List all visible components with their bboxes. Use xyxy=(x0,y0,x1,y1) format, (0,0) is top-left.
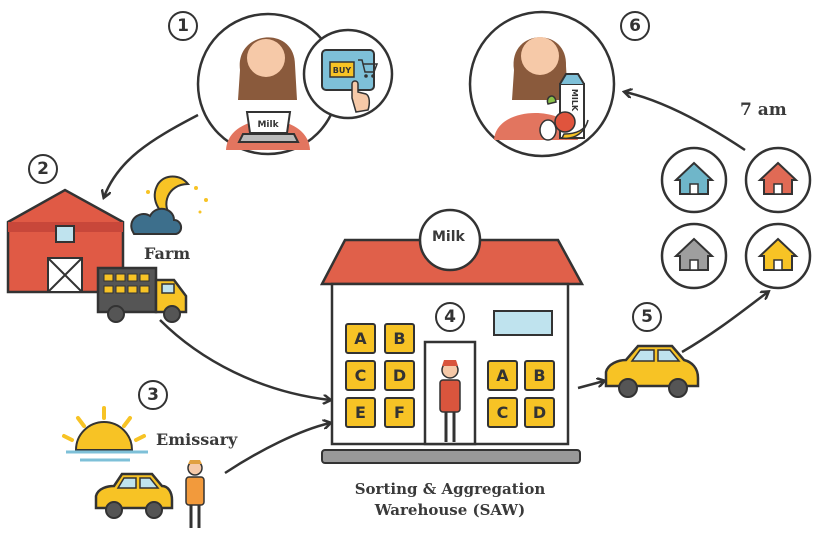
time-label: 7 am xyxy=(740,100,787,120)
shopping-cart-icon xyxy=(358,59,379,73)
arrow-1-to-2 xyxy=(104,113,199,197)
stars-icon xyxy=(146,186,208,214)
banana-icon xyxy=(560,119,589,140)
svg-text:BUY: BUY xyxy=(333,66,352,75)
warehouse-box: C xyxy=(345,360,376,391)
step-number-4: 4 xyxy=(435,302,465,332)
house-icon-yellow xyxy=(744,222,812,290)
svg-text:MILK: MILK xyxy=(570,89,579,112)
warehouse-box: B xyxy=(524,360,555,391)
moon-icon xyxy=(153,175,191,220)
woman-face-icon xyxy=(247,39,285,77)
warehouse-box: B xyxy=(384,323,415,354)
step-6-delivery-received: MILK xyxy=(468,10,616,158)
pointing-hand-icon xyxy=(351,80,371,113)
egg-icon xyxy=(539,119,557,141)
warehouse-box: D xyxy=(384,360,415,391)
step-number-6: 6 xyxy=(620,11,650,41)
arrow-4-to-5 xyxy=(577,381,604,390)
emissary-label: Emissary xyxy=(156,430,238,449)
warehouse-box: D xyxy=(524,397,555,428)
cloud-icon xyxy=(130,207,182,235)
warehouse-box: E xyxy=(345,397,376,428)
farm-label: Farm xyxy=(144,244,191,263)
saw-title-line-1: Sorting & Aggregation xyxy=(354,480,546,498)
car-icon xyxy=(94,472,174,519)
barn-icon xyxy=(6,188,125,294)
delivery-car-icon xyxy=(604,344,700,398)
sun-icon xyxy=(62,406,148,462)
laptop-icon: Milk xyxy=(237,111,300,143)
step-1-customer-order: Milk BUY xyxy=(196,12,394,156)
step-2-farm xyxy=(6,175,208,323)
flow-arrows xyxy=(104,92,768,475)
milk-logo-icon xyxy=(418,208,482,272)
buy-button-icon: BUY xyxy=(329,61,355,78)
step-3-emissary xyxy=(62,406,205,528)
houses-group xyxy=(660,146,812,290)
house-icon-red xyxy=(744,146,812,214)
svg-text:Milk: Milk xyxy=(257,120,279,130)
arrow-houses-to-6 xyxy=(625,92,746,152)
warehouse-box: C xyxy=(487,397,518,428)
house-icon-blue xyxy=(660,146,728,214)
step-number-1: 1 xyxy=(168,11,198,41)
truck-icon xyxy=(96,266,188,323)
step-number-5: 5 xyxy=(632,302,662,332)
warehouse-box: A xyxy=(345,323,376,354)
arrow-3-to-4 xyxy=(224,423,330,475)
tomato-icon xyxy=(554,111,576,133)
house-icon-gray xyxy=(660,222,728,290)
pepper-icon xyxy=(546,95,557,105)
person-icon xyxy=(185,460,205,528)
warehouse-logo-text: Milk xyxy=(432,229,465,245)
arrow-2-to-4 xyxy=(159,319,330,400)
warehouse-worker-icon xyxy=(439,360,461,442)
warehouse-box: F xyxy=(384,397,415,428)
step-number-2: 2 xyxy=(28,154,58,184)
warehouse-box: A xyxy=(487,360,518,391)
arrow-5-to-houses xyxy=(681,292,768,354)
saw-title-line-2: Warehouse (SAW) xyxy=(374,501,526,519)
step-number-3: 3 xyxy=(138,380,168,410)
